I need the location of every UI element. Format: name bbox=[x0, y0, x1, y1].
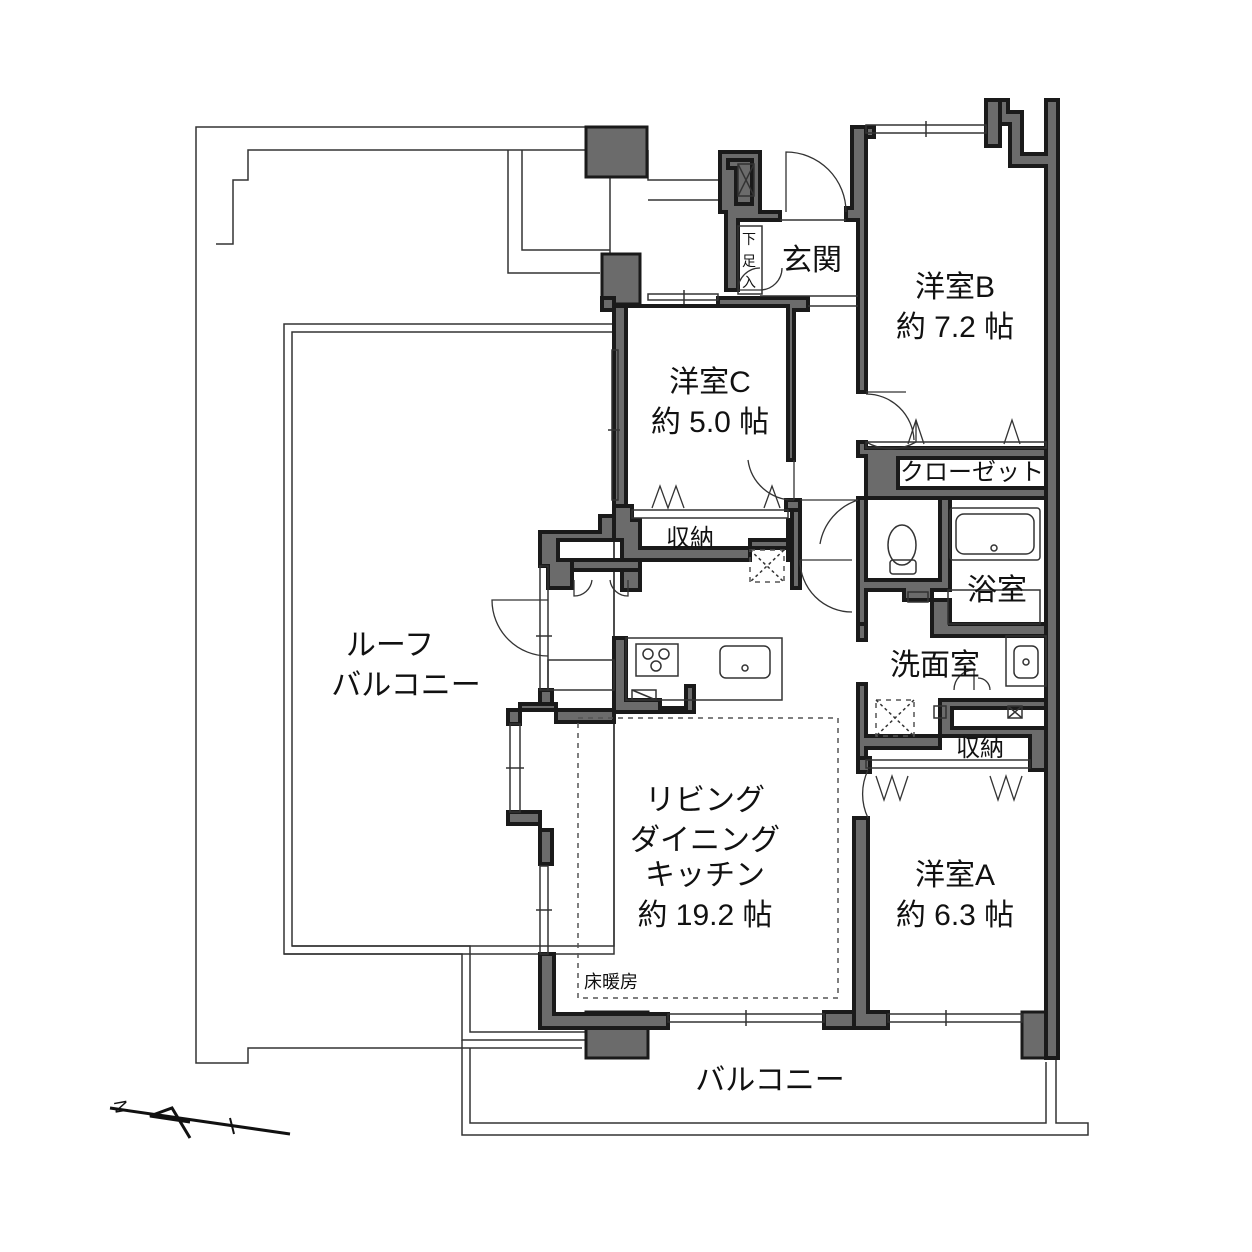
shoe-box-label-3: 入 bbox=[742, 274, 756, 290]
pillar bbox=[600, 252, 642, 306]
ldk-label-2: ダイニング bbox=[630, 824, 780, 857]
kitchen[interactable] bbox=[547, 637, 783, 701]
toilet-icon bbox=[887, 524, 917, 575]
roof-balcony-label: ルーフ bbox=[346, 629, 434, 662]
windows bbox=[506, 121, 1023, 1026]
folding-doors bbox=[651, 417, 1023, 803]
shoe-box-label-2: 足 bbox=[742, 253, 756, 269]
shaft bbox=[749, 549, 915, 737]
balcony-label: バルコニー bbox=[695, 1064, 844, 1097]
room-c-name: 洋室C bbox=[669, 366, 751, 399]
doors bbox=[491, 151, 991, 819]
room-a-size: 約 6.3 帖 bbox=[896, 899, 1014, 932]
balcony-outline bbox=[461, 1040, 1089, 1136]
shoe-box bbox=[737, 225, 763, 295]
room-a-name: 洋室A bbox=[915, 859, 995, 892]
ldk-label-3: キッチン bbox=[645, 859, 765, 892]
stove-icon bbox=[635, 643, 679, 677]
room-b-name: 洋室B bbox=[915, 271, 995, 304]
bath-label: 浴室 bbox=[967, 574, 1027, 607]
pillar bbox=[584, 125, 649, 179]
floor-heating-label: 床暖房 bbox=[584, 972, 638, 992]
washbasin-icon bbox=[1005, 635, 1047, 687]
storage-a-label: 収納 bbox=[956, 735, 1004, 762]
compass: N bbox=[110, 1099, 291, 1139]
closet-label: クローゼット bbox=[900, 459, 1044, 486]
shoe-box-label-1: 下 bbox=[742, 231, 756, 247]
compass-north-label: N bbox=[110, 1099, 132, 1115]
bathtub-icon bbox=[949, 507, 1041, 561]
room-b-size: 約 7.2 帖 bbox=[896, 311, 1014, 344]
washroom-label: 洗面室 bbox=[890, 649, 980, 682]
floor-heating-area bbox=[577, 717, 839, 999]
room-labels: ルーフ バルコニー バルコニー 玄関 下 足 入 洋室B 約 7.2 帖 洋室C… bbox=[331, 231, 1044, 1097]
entrance-label: 玄関 bbox=[782, 244, 842, 277]
room-c-size: 約 5.0 帖 bbox=[651, 406, 769, 439]
ldk-size: 約 19.2 帖 bbox=[637, 899, 772, 932]
storage-c-label: 収納 bbox=[666, 525, 714, 552]
ldk-label-1: リビング bbox=[645, 784, 765, 817]
walls bbox=[506, 98, 1060, 1060]
kitchen-counter bbox=[625, 637, 783, 701]
roof-balcony-label: バルコニー bbox=[331, 669, 480, 702]
sink-icon bbox=[719, 645, 771, 679]
